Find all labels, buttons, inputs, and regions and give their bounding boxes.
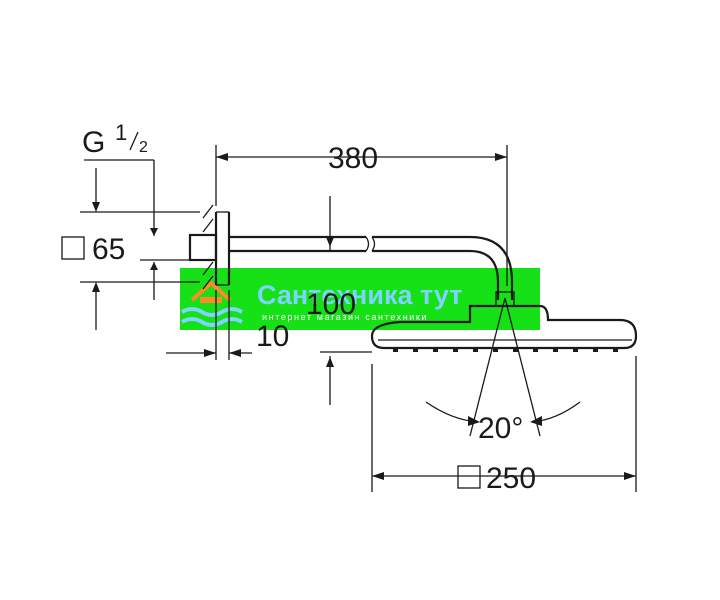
watermark-logo-icon [180,280,244,327]
watermark-title: Сантехника тут [257,280,462,310]
watermark-subtitle: интернет магазин сантехники [262,312,428,322]
shower-arm [229,235,514,300]
flange-depth-label: 10 [256,320,289,353]
head-size-dimension: 250 [371,356,637,495]
flange-size-label: 65 [92,233,125,266]
watermark: Сантехника тут интернет магазин сантехни… [180,268,540,330]
height-offset-label: 100 [306,288,356,321]
tilt-angle-dimension: 20° [425,297,581,445]
thread-dimension: G 1 2 [82,120,158,236]
thread-fraction-denominator: 2 [139,139,148,156]
square-symbol-icon [457,465,481,489]
head-size-label: 250 [486,462,536,495]
tilt-angle-label: 20° [478,412,523,445]
arm-length-dimension: 380 [215,142,508,286]
shower-head [370,291,638,352]
flange-depth-dimension: 10 [166,290,289,360]
flange-size-dimension: 65 [61,168,210,330]
arm-length-label: 380 [328,142,378,175]
thread-label: G [82,126,105,159]
height-offset-dimension: 100 [306,196,372,405]
wall-flange [188,204,231,290]
thread-fraction-numerator: 1 [115,120,127,145]
square-symbol-icon [61,236,85,260]
spray-nozzles [393,348,618,352]
